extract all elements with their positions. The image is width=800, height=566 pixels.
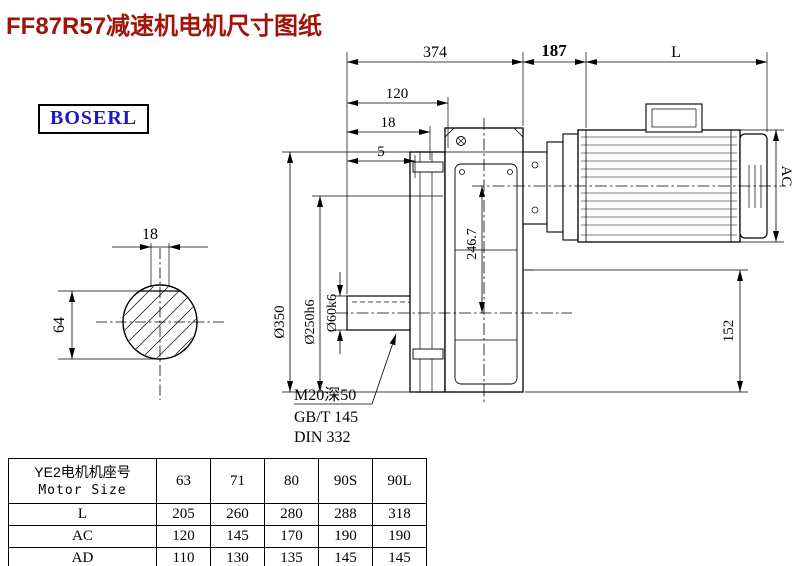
- dia-350: Ø350: [272, 305, 288, 338]
- cell: 280: [264, 503, 319, 526]
- table-header-cell: YE2电机机座号 Motor Size: [8, 458, 157, 504]
- cell: 288: [318, 503, 373, 526]
- dim-L: L: [671, 44, 681, 61]
- cell: 135: [264, 547, 319, 566]
- table-row-AD: AD 110 130 135 145 145: [8, 547, 427, 566]
- table-header-en: Motor Size: [38, 482, 127, 498]
- dim-152: 152: [721, 320, 737, 343]
- dia-60k6: Ø60k6: [325, 294, 340, 332]
- centerlines: [336, 118, 786, 402]
- gearbox-motor-view: [346, 103, 768, 393]
- cell: 205: [156, 503, 211, 526]
- dim-187: 187: [541, 41, 567, 60]
- brand-logo: BOSERL: [38, 104, 150, 134]
- cell: 145: [318, 547, 373, 566]
- dim-64: 64: [51, 317, 68, 333]
- cell: 190: [372, 525, 427, 548]
- size-col-63: 63: [156, 458, 211, 504]
- dim-18-flange: 18: [381, 115, 396, 131]
- dia-250h6: Ø250h6: [303, 299, 318, 344]
- cell: 120: [156, 525, 211, 548]
- cell: 110: [156, 547, 211, 566]
- cell: 145: [210, 525, 265, 548]
- cell: 260: [210, 503, 265, 526]
- table-header-cn: YE2电机机座号: [34, 463, 131, 480]
- cell: 130: [210, 547, 265, 566]
- row-label: AD: [8, 547, 157, 566]
- dim-key-width: 18: [142, 226, 158, 243]
- note-thread: M20深50: [294, 386, 356, 404]
- cell: 170: [264, 525, 319, 548]
- cell: 318: [372, 503, 427, 526]
- shaft-section-view: [96, 248, 226, 400]
- row-label: L: [8, 503, 157, 526]
- cell: 190: [318, 525, 373, 548]
- motor-size-table: YE2电机机座号 Motor Size 63 71 80 90S 90L L 2…: [8, 458, 427, 566]
- page-title: FF87R57减速机电机尺寸图纸: [6, 13, 323, 40]
- table-header-row: YE2电机机座号 Motor Size 63 71 80 90S 90L: [8, 458, 427, 504]
- size-col-90S: 90S: [318, 458, 373, 504]
- size-col-71: 71: [210, 458, 265, 504]
- dim-120: 120: [386, 86, 409, 102]
- note-gbt: GB/T 145: [294, 409, 358, 426]
- dimension-lines: [58, 52, 784, 405]
- dim-AC: AC: [778, 166, 794, 187]
- size-col-90L: 90L: [372, 458, 427, 504]
- note-din: DIN 332: [294, 429, 350, 446]
- dimension-labels: 374 187 L 120 18 5 18 64 Ø350 Ø250h6 Ø60…: [51, 41, 794, 446]
- cell: 145: [372, 547, 427, 566]
- table-row-AC: AC 120 145 170 190 190: [8, 525, 427, 548]
- dim-374: 374: [423, 44, 447, 61]
- dim-246-7: 246.7: [465, 228, 480, 260]
- row-label: AC: [8, 525, 157, 548]
- table-row-L: L 205 260 280 288 318: [8, 503, 427, 526]
- size-col-80: 80: [264, 458, 319, 504]
- dim-5: 5: [377, 144, 385, 160]
